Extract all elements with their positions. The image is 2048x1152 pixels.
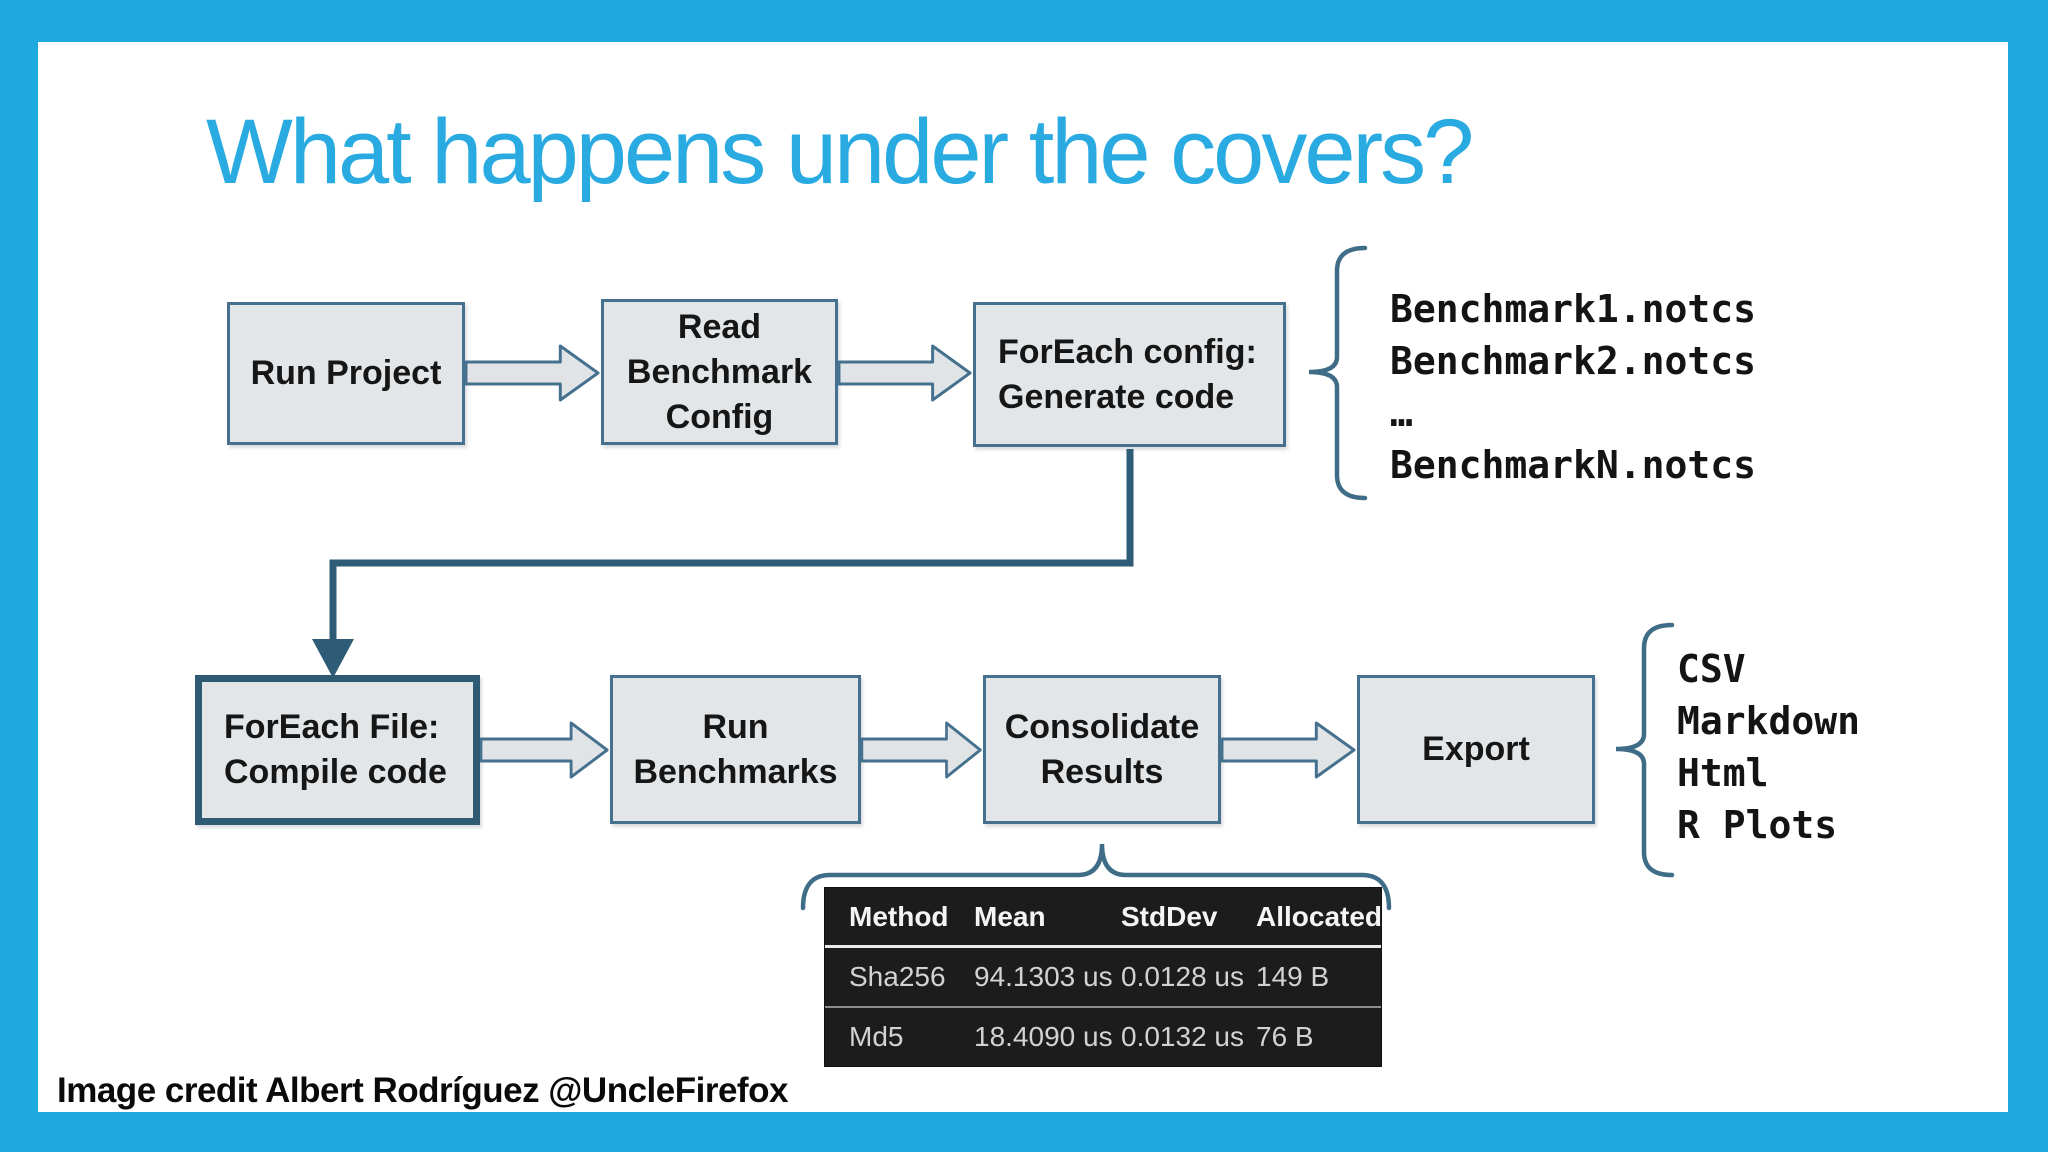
cell-method: Md5 — [849, 1021, 904, 1052]
generated-file: Benchmark1.notcs — [1390, 287, 1757, 331]
flow-box-export: Export — [1357, 675, 1595, 824]
cell-allocated: 76 B — [1256, 1021, 1314, 1052]
flow-box-foreach-config-generate-code: ForEach config: Generate code — [973, 302, 1286, 447]
results-table-header-mean: Mean — [974, 900, 1046, 932]
export-format: CSV — [1677, 647, 1746, 691]
cell-mean: 18.4090 us — [974, 1021, 1113, 1052]
export-format: Markdown — [1677, 699, 1861, 743]
flow-box-consolidate-results: Consolidate Results — [983, 675, 1221, 824]
flow-arrow-icon — [861, 721, 982, 779]
cell-mean: 94.1303 us — [974, 961, 1113, 992]
flow-box-run-project: Run Project — [227, 302, 465, 445]
generated-files-list: Benchmark1.notcs Benchmark2.notcs … Benc… — [1390, 283, 1756, 491]
connector-elbow-arrow-icon — [312, 449, 1134, 678]
flow-box-read-benchmark-config: Read Benchmark Config — [601, 299, 838, 445]
cell-stddev: 0.0128 us — [1121, 961, 1244, 992]
results-table-header-allocated: Allocated — [1256, 900, 1383, 932]
flow-arrow-icon — [838, 344, 972, 402]
flow-arrow-icon — [465, 344, 600, 402]
results-table-row: Sha256 94.1303 us 0.0128 us 149 B — [825, 948, 1381, 1008]
results-table: Method Mean StdDev Allocated Sha256 94.1… — [825, 888, 1383, 1066]
results-table-row: Md5 18.4090 us 0.0132 us 76 B — [825, 1008, 1381, 1066]
cell-allocated: 149 B — [1256, 961, 1330, 992]
generated-file: Benchmark2.notcs — [1390, 339, 1757, 383]
brace-export-formats-icon — [1615, 622, 1675, 878]
results-table-header-stddev: StdDev — [1121, 900, 1218, 932]
generated-file: BenchmarkN.notcs — [1390, 443, 1757, 487]
brace-results-table-icon — [800, 843, 1392, 911]
generated-file-ellipsis: … — [1390, 391, 1413, 435]
flow-box-foreach-file-compile-code: ForEach File: Compile code — [195, 675, 480, 825]
results-table-header-row: Method Mean StdDev Allocated — [825, 888, 1383, 948]
brace-generated-files-icon — [1308, 245, 1368, 501]
slide-canvas: What happens under the covers? Run Proje… — [38, 42, 2008, 1112]
results-table-header-method: Method — [849, 900, 949, 932]
slide-title: What happens under the covers? — [206, 101, 1474, 203]
credit-text: Image credit Albert Rodríguez @UncleFire… — [57, 1071, 788, 1110]
flow-box-run-benchmarks: Run Benchmarks — [610, 675, 861, 824]
flow-arrow-icon — [1221, 721, 1356, 779]
export-format: R Plots — [1677, 803, 1838, 847]
export-formats-list: CSV Markdown Html R Plots — [1677, 643, 1860, 851]
flow-arrow-icon — [480, 721, 609, 779]
export-format: Html — [1677, 751, 1769, 795]
cell-method: Sha256 — [849, 961, 946, 992]
cell-stddev: 0.0132 us — [1121, 1021, 1244, 1052]
